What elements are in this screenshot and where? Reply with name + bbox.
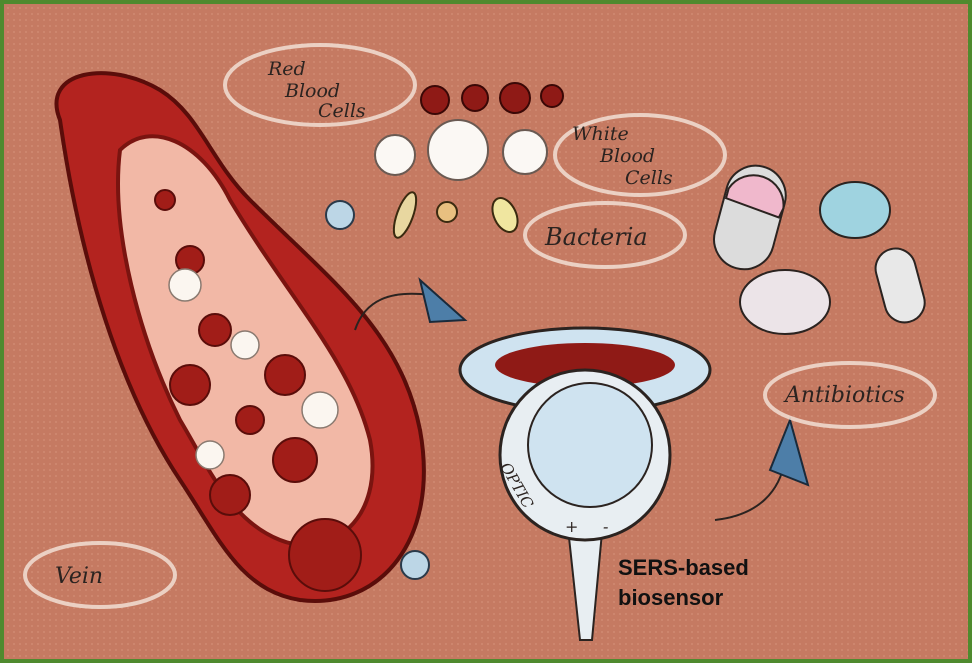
svg-text:Antibiotics: Antibiotics [783, 383, 905, 408]
svg-text:Vein: Vein [55, 564, 103, 589]
svg-text:Blood: Blood [284, 80, 340, 102]
svg-text:Cells: Cells [625, 167, 673, 189]
red-blood-cells [420, 82, 564, 115]
antibiotics-label: Antibiotics [763, 361, 937, 429]
svg-text:Blood: Blood [599, 145, 655, 167]
svg-text:Bacteria: Bacteria [544, 223, 648, 251]
svg-text:biosensor: biosensor [618, 585, 724, 610]
svg-text:White: White [572, 123, 629, 145]
arrow-to-antibiotics [714, 416, 810, 521]
antibiotic-pills [713, 164, 926, 335]
white-blood-cells [374, 119, 548, 181]
svg-text:Cells: Cells [318, 100, 366, 122]
svg-text:SERS-based: SERS-based [618, 555, 749, 580]
vein [54, 71, 426, 603]
bacteria-label: Bacteria [523, 201, 687, 269]
svg-text:-: - [603, 517, 608, 536]
optic-lens: OPTIC + - [497, 368, 672, 641]
svg-text:+: + [565, 517, 578, 536]
svg-text:Red: Red [267, 58, 306, 80]
sers-biosensor-label: SERS-based biosensor [618, 555, 749, 610]
arrow-to-sensor [354, 277, 468, 331]
vein-label: Vein [23, 541, 177, 609]
red-blood-cells-label: Red Blood Cells [223, 43, 417, 127]
white-blood-cells-label: White Blood Cells [553, 113, 727, 197]
bacteria [325, 191, 519, 580]
sers-biosensor-diagram: Red Blood Cells White Blood Cells Bacter… [4, 4, 968, 659]
